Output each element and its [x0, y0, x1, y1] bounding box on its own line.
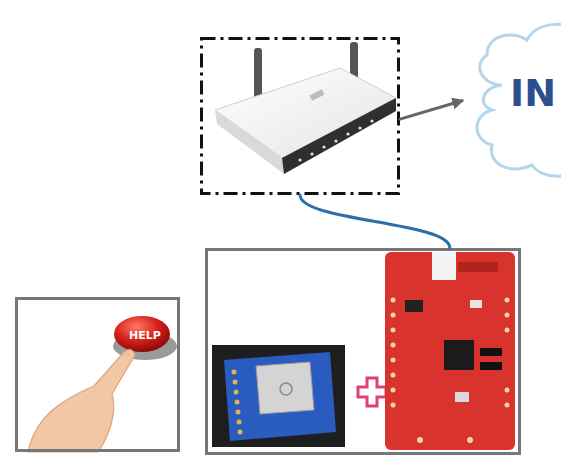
gps-pins [232, 370, 243, 435]
router-side [215, 110, 284, 174]
board-holes [391, 298, 510, 444]
gps-chip-mark [280, 383, 292, 395]
jumper-pins [480, 348, 502, 356]
help-box: HELP [15, 297, 180, 452]
photo-background [212, 345, 345, 447]
board-component [470, 300, 482, 308]
cable [300, 195, 450, 248]
help-illustration [28, 316, 177, 452]
jumper-pins [480, 362, 502, 370]
board-trace [458, 262, 498, 272]
plus-sign [358, 378, 386, 406]
button-dome [114, 316, 170, 352]
node-label: IN [510, 71, 556, 115]
router-logo [309, 89, 324, 101]
router-front [282, 98, 396, 174]
board-component [405, 300, 423, 312]
board-pcb [385, 252, 515, 450]
gps-module [212, 345, 345, 447]
router-illustration [215, 42, 396, 174]
dashdot-border [202, 39, 399, 194]
fingernail [122, 354, 131, 357]
internet-cloud: IN [462, 15, 561, 180]
device-box [205, 248, 521, 455]
gps-board [224, 352, 336, 441]
router-leds [298, 119, 373, 161]
board-chip [444, 340, 474, 370]
crystal [455, 392, 469, 402]
usb-connector [432, 252, 456, 280]
hand [28, 350, 135, 452]
node-label: HELP [125, 329, 165, 342]
arrow [400, 101, 462, 119]
cloud-shape [477, 24, 561, 176]
router-box [200, 37, 400, 195]
dashdot-outline [200, 37, 400, 195]
gps-chip [256, 362, 314, 414]
red-board [385, 252, 515, 450]
